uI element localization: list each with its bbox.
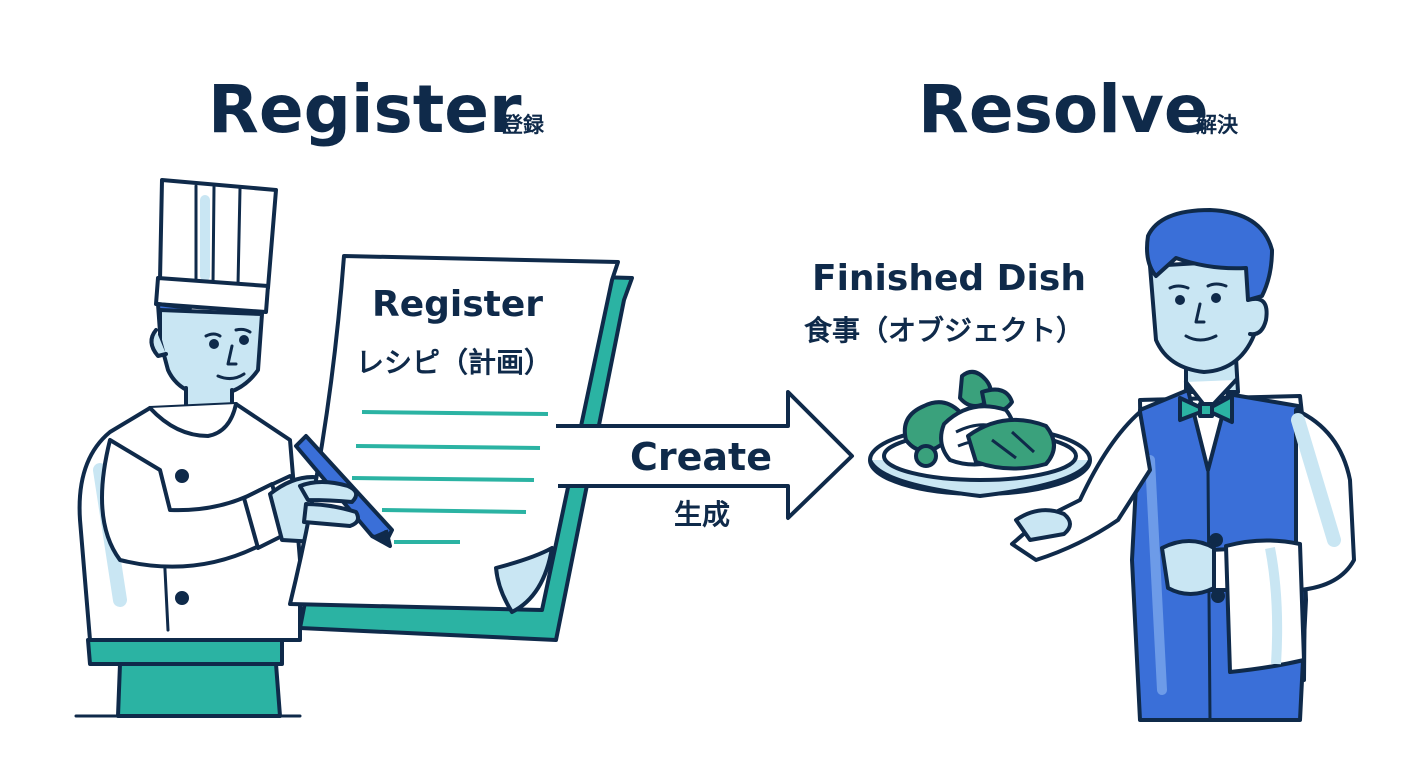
waiter-hand-icon xyxy=(1014,508,1072,542)
arrow-sublabel: 生成 xyxy=(674,498,730,531)
recipe-subtitle: レシピ（計画） xyxy=(356,346,552,379)
left-heading: Register xyxy=(208,71,522,148)
chef-hand-icon xyxy=(298,480,360,528)
create-arrow-icon xyxy=(556,390,854,520)
dish-title: Finished Dish xyxy=(812,258,1086,299)
towel-icon xyxy=(1224,538,1306,674)
arrow-label: Create xyxy=(630,435,772,479)
recipe-title: Register xyxy=(372,284,543,325)
chef-icon xyxy=(74,178,362,718)
right-heading: Resolve xyxy=(918,71,1209,148)
left-subheading: 登録 xyxy=(501,113,545,137)
dish-subtitle: 食事（オブジェクト） xyxy=(804,314,1084,347)
dish-plate-icon xyxy=(868,369,1092,498)
right-subheading: 解決 xyxy=(1196,113,1239,137)
